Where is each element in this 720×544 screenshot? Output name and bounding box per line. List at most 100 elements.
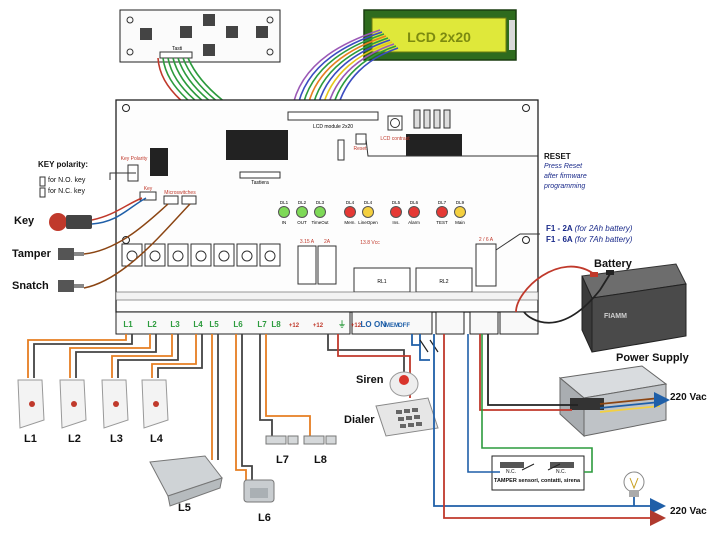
led-2-icon (314, 206, 326, 218)
relay1-label: RL1 (377, 279, 386, 285)
led-1-label: OUT (297, 220, 307, 225)
pir-sensors (17, 379, 169, 429)
tamper-box (491, 455, 585, 491)
led-2-label: TimeOut (311, 220, 329, 225)
pir-led-1-icon (29, 401, 35, 407)
keypad-connector-label: Tasti (172, 46, 182, 52)
sensor-label-l6: L6 (258, 512, 271, 524)
nc-label-1: N.C. (506, 469, 516, 475)
sensor-label-l5: L5 (178, 502, 191, 514)
terminal-9-label: +12 (313, 323, 324, 329)
sensor-label-l2: L2 (68, 433, 81, 445)
f1-6a-label: F1 - 6A (for 7Ah battery) (546, 235, 633, 244)
lcd-contrast-label: LCD contrast (380, 136, 410, 142)
power-wires (479, 334, 661, 413)
key-label: Key (14, 215, 35, 227)
sensor-l8 (303, 435, 337, 445)
siren (389, 371, 419, 397)
sensor-label-l7: L7 (276, 454, 289, 466)
reset-title: RESET (544, 152, 571, 161)
sensor-label-l3: L3 (110, 433, 123, 445)
tamper-switch (58, 248, 84, 260)
battery (581, 263, 687, 353)
led-2-id: DL3 (316, 200, 325, 205)
led-4-icon (362, 206, 374, 218)
sensor-wires (27, 334, 430, 480)
led-4-id: DL4 (364, 200, 373, 205)
terminal-3-label: L4 (193, 320, 203, 329)
terminal-8-label: +12 (289, 323, 300, 329)
terminal-14-label: MEM (385, 323, 399, 329)
led-3-icon (344, 206, 356, 218)
led-0-label: IN (282, 220, 287, 225)
terminal-12-label: LO (360, 320, 371, 329)
tamper-box-label: TAMPER sensori, contatti, sirena (494, 478, 581, 484)
battery-wires (515, 265, 611, 324)
led-7-icon (436, 206, 448, 218)
lcd-ribbon (291, 29, 399, 111)
terminal-11-label: +12 (351, 323, 362, 329)
key-switch (49, 213, 92, 231)
tamper-wires (467, 334, 593, 473)
fuse-f1-label: 3.15 A (300, 239, 315, 245)
lcd-module-label: LCD module 2x20 (313, 124, 353, 130)
terminal-15-label: OFF (398, 323, 410, 329)
ac-label-1: 220 Vac (670, 392, 707, 403)
pir-led-2-icon (71, 401, 77, 407)
key-polarity-board-label: Key Polarity (121, 156, 148, 162)
power-supply-label: Power Supply (616, 352, 689, 364)
terminal-2-label: L3 (170, 320, 180, 329)
pir-led-3-icon (113, 401, 119, 407)
reset-pointer-line (365, 138, 538, 157)
led-3-id: DL4 (346, 200, 355, 205)
key-wires (83, 197, 191, 289)
led-7-id: DL7 (438, 200, 447, 205)
terminal-1-label: L2 (147, 320, 157, 329)
led-6-label: Alarm (408, 220, 420, 225)
f1-2a-label: F1 - 2A (for 2Ah battery) (546, 224, 633, 233)
sensor-l6 (243, 479, 275, 503)
tamper-label: Tamper (12, 248, 51, 260)
led-0-icon (278, 206, 290, 218)
snatch-label: Snatch (12, 280, 49, 292)
led-3-label: Mem. (344, 220, 355, 225)
led-5-label: Ins. (392, 220, 399, 225)
sensor-l7 (265, 435, 299, 445)
lamp (623, 471, 645, 497)
led-0-id: DL1 (280, 200, 289, 205)
jumper-nc-icon (39, 187, 46, 198)
led-8-label: Main (455, 220, 465, 225)
nc-key-note: for N.C. key (48, 188, 85, 195)
fuse-f2-label: 2A (324, 239, 331, 245)
fuse-f3-label: 2 / 6 A (479, 237, 494, 243)
relay-contact-icon (419, 339, 439, 353)
sensor-label-l4: L4 (150, 433, 163, 445)
dialer (375, 397, 439, 437)
snatch-switch (58, 280, 84, 292)
ac-label-2: 220 Vac (670, 506, 707, 517)
terminal-4-label: L5 (209, 320, 219, 329)
sensor-l5 (149, 455, 223, 507)
f1-pointer-line (495, 233, 540, 251)
led-1-id: DL2 (298, 200, 307, 205)
main-board (115, 99, 539, 335)
terminal-6-label: L7 (257, 320, 267, 329)
nc-label-2: N.C. (556, 469, 566, 475)
lamp-wires (433, 334, 660, 519)
siren-label: Siren (356, 374, 384, 386)
lcd-text: LCD 2x20 (407, 29, 471, 45)
microswitches-label: Microswitches (164, 190, 196, 196)
terminal-13-label: ON (374, 320, 386, 329)
key-polarity-title: KEY polarity: (38, 160, 89, 169)
led-6-id: DL6 (410, 200, 419, 205)
led-6-icon (408, 206, 420, 218)
sensor-label-l1: L1 (24, 433, 37, 445)
relay2-label: RL2 (439, 279, 448, 285)
led-row: DL1INDL2OUTDL3TimeOutDL4Mem.DL4LineOpenD… (278, 200, 466, 225)
sensor-label-l8: L8 (314, 454, 327, 466)
dialer-label: Dialer (344, 414, 375, 426)
key-connector-label: Key (144, 186, 153, 192)
led-1-icon (296, 206, 308, 218)
